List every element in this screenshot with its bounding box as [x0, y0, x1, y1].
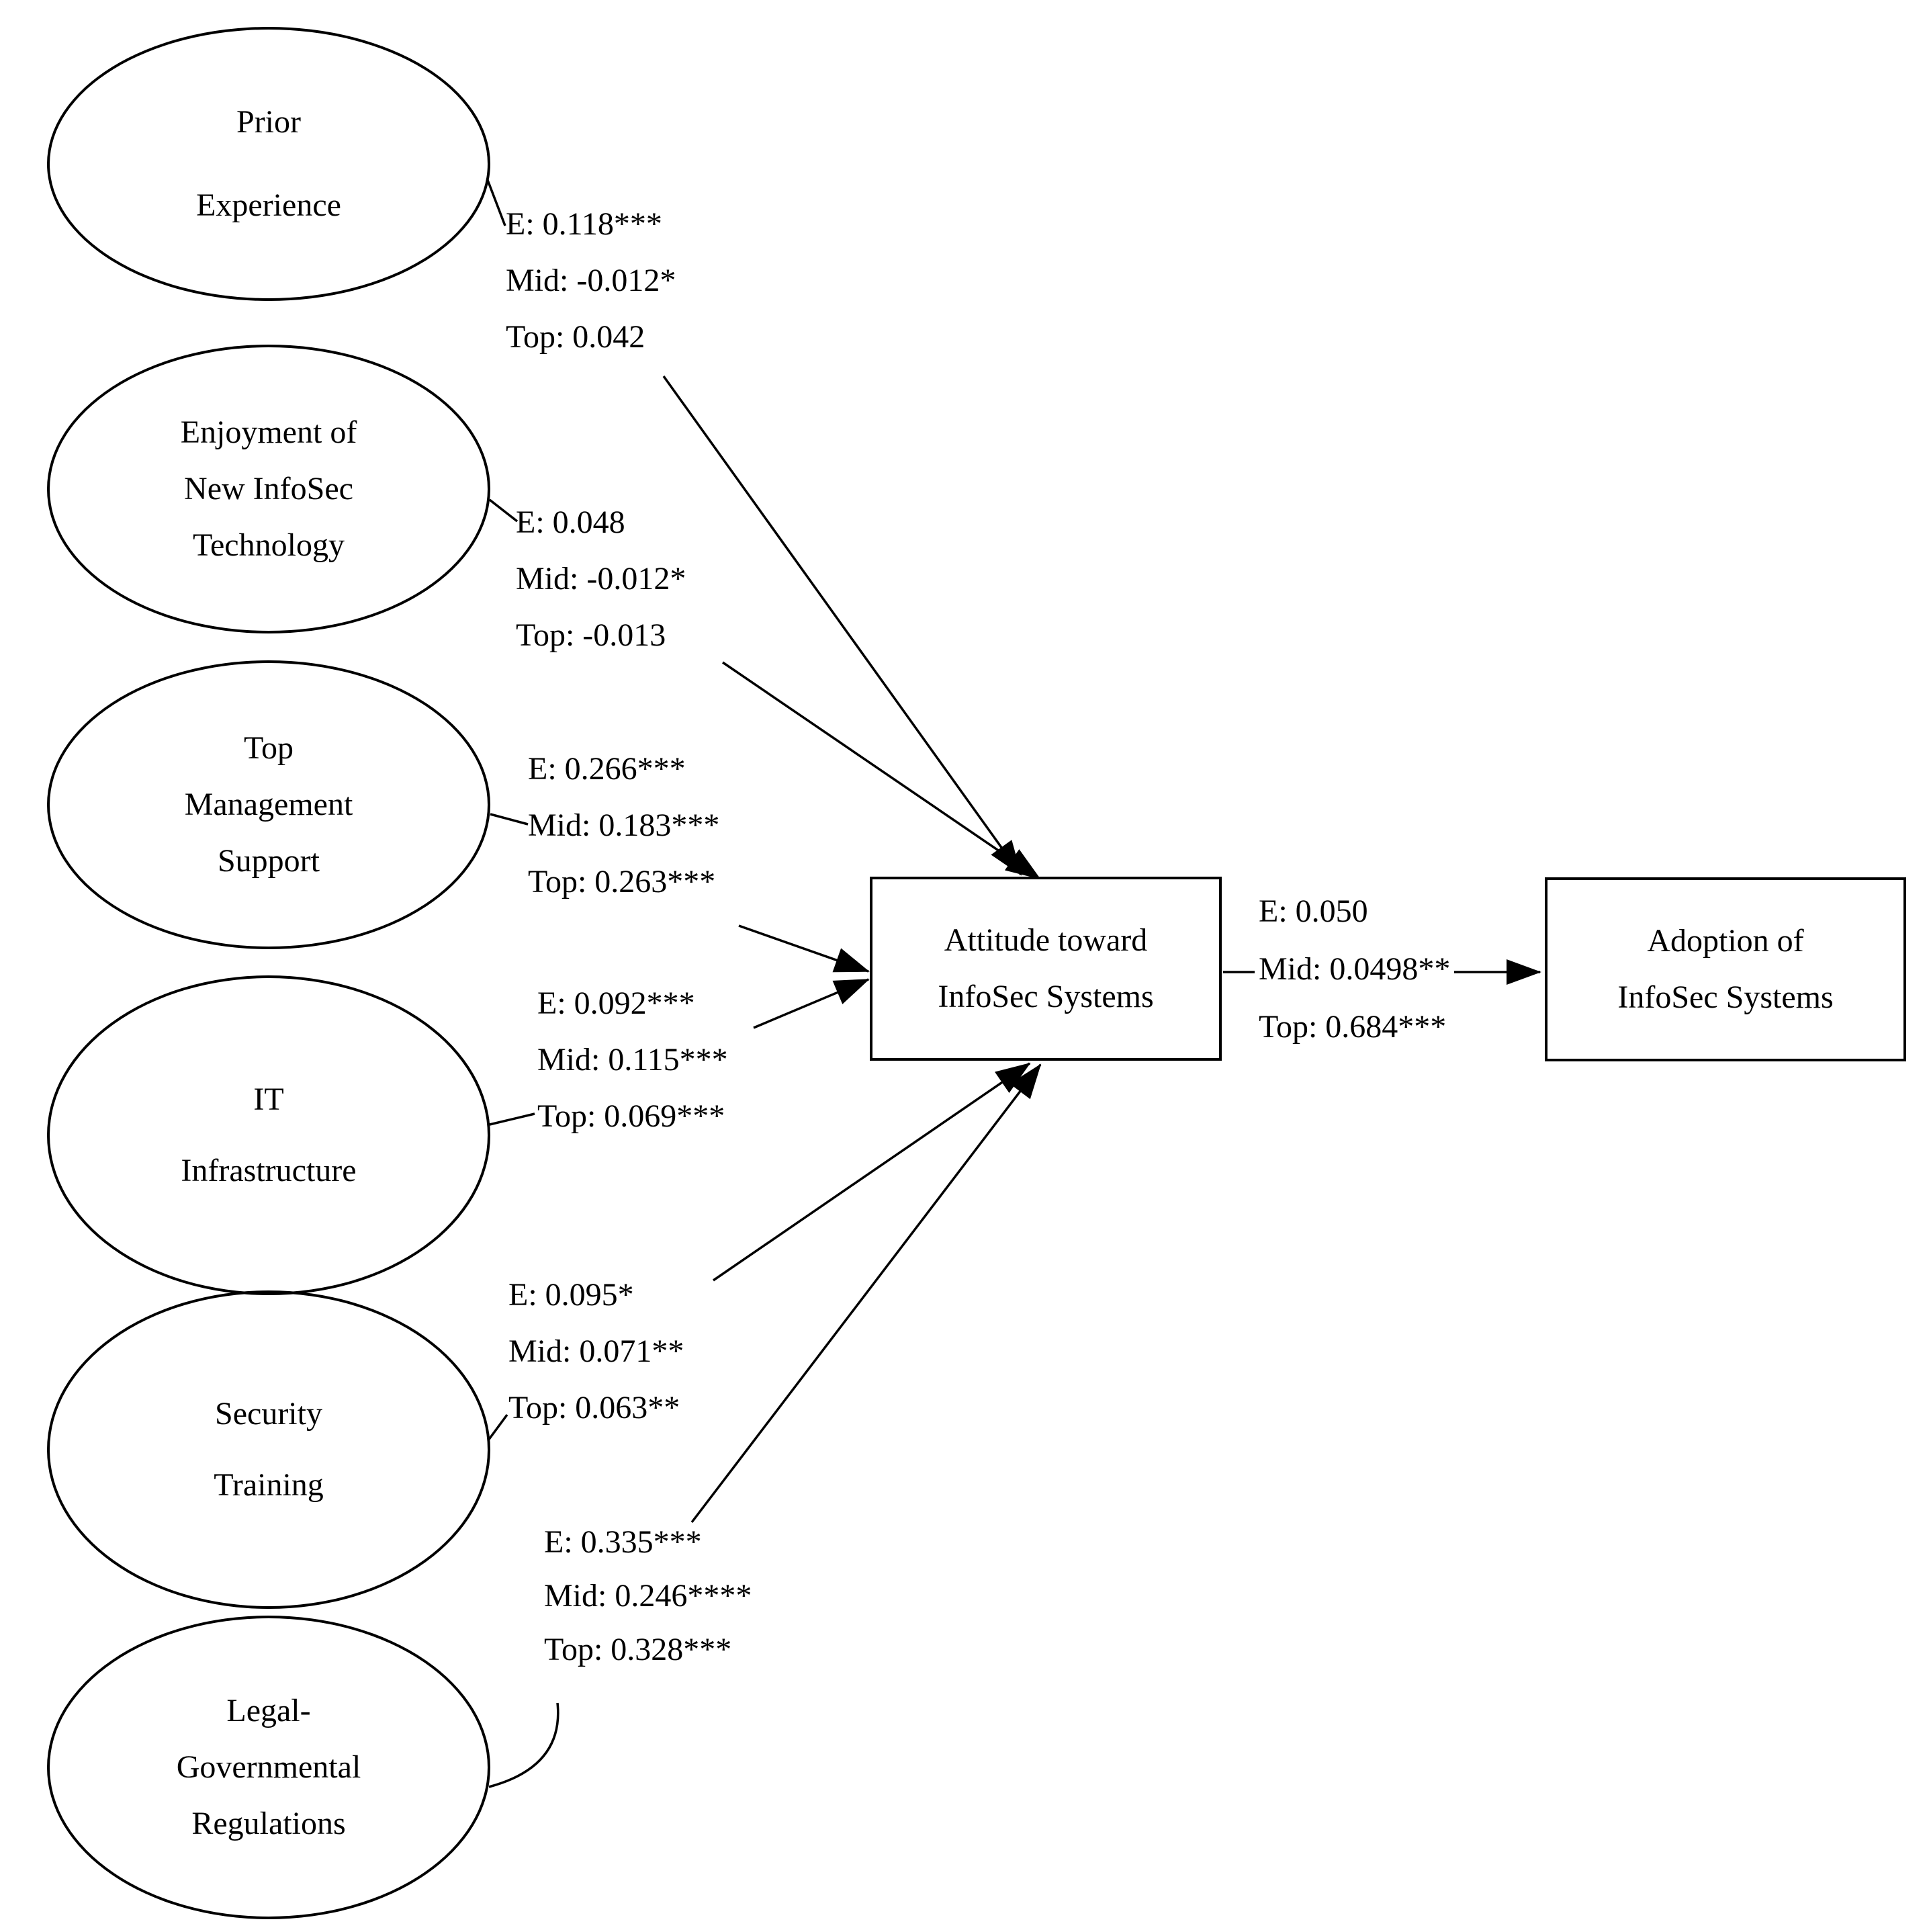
factor-label-line: Governmental	[176, 1749, 361, 1785]
factor-label-line: Top	[244, 730, 294, 766]
tick-security-training	[487, 1413, 508, 1442]
coef-line-top: Top: -0.013	[516, 617, 666, 653]
tick-prior-experience	[486, 179, 506, 226]
coef-line-top: Top: 0.042	[506, 319, 645, 355]
coef-line-e: E: 0.118***	[506, 206, 662, 242]
outcome-label-line: Adoption of	[1647, 923, 1804, 959]
path-labels-it-infrastructure: E: 0.092*** Mid: 0.115*** Top: 0.069***	[537, 975, 728, 1145]
mediator-label-line: Attitude toward	[944, 922, 1148, 958]
mediator-label-line: InfoSec Systems	[938, 979, 1154, 1014]
tick-it-infrastructure	[489, 1112, 535, 1126]
coef-line-mid: Mid: 0.115***	[537, 1042, 728, 1078]
factor-label-line: Management	[184, 787, 353, 822]
coef-line-e: E: 0.335***	[544, 1524, 702, 1560]
coef-line-top: Top: 0.063**	[508, 1390, 680, 1425]
coef-line-mid: Mid: 0.0498**	[1259, 951, 1451, 987]
arrow-it-infrastructure	[753, 978, 870, 1029]
factor-ellipse-top-management-support: Top Management Support	[47, 660, 490, 949]
factor-label-line: Technology	[193, 527, 345, 563]
factor-label-line: Regulations	[191, 1806, 346, 1841]
factor-label-line: Enjoyment of	[180, 414, 357, 450]
coef-line-e: E: 0.095*	[508, 1277, 634, 1313]
coef-line-e: E: 0.048	[516, 504, 625, 540]
coef-line-e: E: 0.092***	[537, 985, 695, 1021]
path-labels-top-management-support: E: 0.266*** Mid: 0.183*** Top: 0.263***	[528, 741, 719, 910]
outcome-box-adoption-of-infosec-systems: Adoption of InfoSec Systems	[1545, 877, 1906, 1061]
factor-label-line: Infrastructure	[181, 1153, 357, 1188]
coef-line-e: E: 0.050	[1259, 893, 1368, 929]
arrow-enjoyment	[722, 661, 1041, 880]
coef-line-mid: Mid: 0.071**	[508, 1333, 684, 1369]
outcome-label-line: InfoSec Systems	[1617, 979, 1834, 1015]
factor-ellipse-legal-governmental-regulations: Legal- Governmental Regulations	[47, 1616, 490, 1919]
factor-label-line: Prior	[236, 104, 301, 140]
mediator-box-attitude-toward-infosec-systems: Attitude toward InfoSec Systems	[870, 877, 1222, 1061]
tick-enjoyment	[488, 498, 519, 523]
factor-label-line: Security	[215, 1396, 322, 1432]
arrow-top-management-support	[738, 924, 870, 973]
arrow-security-training	[713, 1062, 1031, 1282]
coef-line-mid: Mid: -0.012*	[506, 263, 676, 298]
factor-ellipse-prior-experience: Prior Experience	[47, 27, 490, 301]
arrow-prior-experience	[662, 375, 1022, 876]
factor-label-line: Legal-	[226, 1693, 311, 1728]
coef-line-e: E: 0.266***	[528, 751, 686, 787]
tick-top-management-support	[490, 813, 529, 826]
coef-line-top: Top: 0.684***	[1259, 1009, 1447, 1045]
factor-label-line: Experience	[196, 187, 341, 223]
factor-label-line: New InfoSec	[184, 471, 353, 507]
path-labels-attitude-to-adoption: E: 0.050 Mid: 0.0498** Top: 0.684***	[1255, 883, 1455, 1056]
factor-label-line: Support	[217, 843, 320, 879]
coef-line-mid: Mid: 0.183***	[528, 807, 720, 843]
factor-ellipse-it-infrastructure: IT Infrastructure	[47, 975, 490, 1295]
path-labels-enjoyment: E: 0.048 Mid: -0.012* Top: -0.013	[516, 494, 686, 664]
coef-line-mid: Mid: 0.246****	[544, 1578, 752, 1614]
factor-ellipse-security-training: Security Training	[47, 1290, 490, 1609]
coef-line-mid: Mid: -0.012*	[516, 561, 686, 597]
factor-ellipse-enjoyment-new-infosec-technology: Enjoyment of New InfoSec Technology	[47, 345, 490, 633]
factor-label-line: IT	[253, 1082, 284, 1117]
coef-line-top: Top: 0.069***	[537, 1098, 725, 1134]
path-labels-security-training: E: 0.095* Mid: 0.071** Top: 0.063**	[508, 1267, 684, 1436]
path-labels-prior-experience: E: 0.118*** Mid: -0.012* Top: 0.042	[506, 196, 676, 365]
path-labels-legal-governmental-regulations: E: 0.335*** Mid: 0.246**** Top: 0.328***	[544, 1516, 752, 1677]
factor-label-line: Training	[214, 1467, 324, 1503]
coef-line-top: Top: 0.328***	[544, 1632, 732, 1667]
arrow-legal-governmental-regulations	[690, 1063, 1042, 1524]
tick-legal-governmental-regulations	[488, 1702, 559, 1788]
coef-line-top: Top: 0.263***	[528, 864, 716, 899]
